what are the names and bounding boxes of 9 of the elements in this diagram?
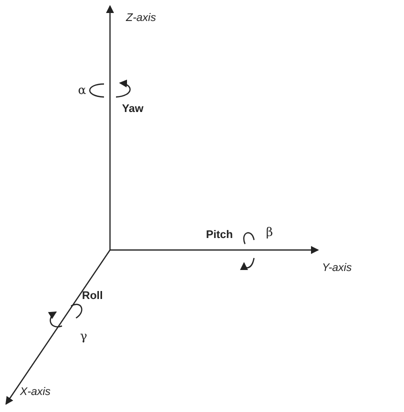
angle-symbol: β (266, 226, 273, 239)
axis-label: Z-axis (126, 12, 156, 25)
axis-label: X-axis (20, 386, 51, 399)
angle-symbol: γ (80, 330, 88, 343)
rotation-label: Yaw (122, 103, 144, 116)
angle-symbol: α (78, 84, 86, 97)
rotation-label: Roll (82, 290, 103, 303)
axis-label: Y-axis (322, 262, 352, 275)
rotation-label: Pitch (206, 229, 233, 242)
